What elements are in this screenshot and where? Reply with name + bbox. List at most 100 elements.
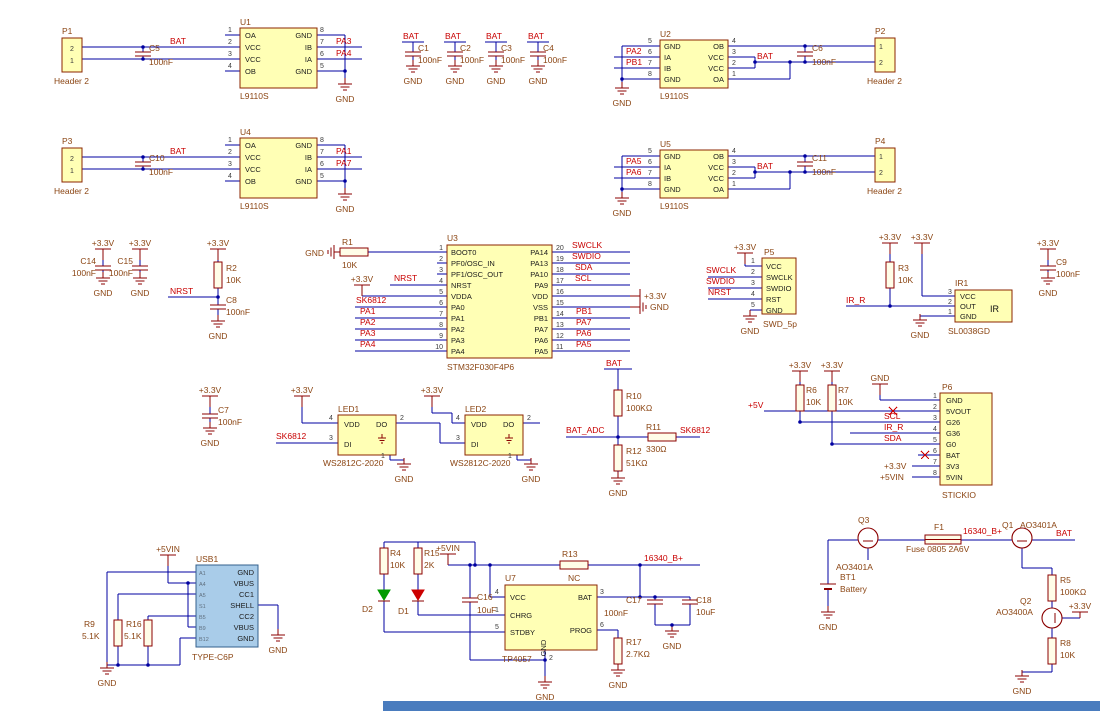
q3-transistor[interactable] [857,527,879,549]
r16-resistor[interactable] [143,619,153,647]
usb-pin: A5 [199,593,206,599]
r13-resistor[interactable] [559,560,589,570]
r8-resistor[interactable] [1047,637,1057,665]
gnd-label: GND [94,288,113,298]
led2-body[interactable] [464,414,524,456]
ir1-pin: 3 [948,289,952,296]
usb1-body[interactable] [195,564,259,648]
u4-body[interactable] [239,137,318,199]
r1-resistor[interactable] [339,247,369,257]
junction-dot [753,170,757,174]
r4-resistor[interactable] [379,547,389,575]
led2-pin: 1 [508,453,512,460]
r11-value: 330Ω [646,444,667,454]
usb-pin: S1 [199,604,206,610]
u3-pin: 12 [556,333,564,340]
u3-pin-name: PA7 [534,325,548,334]
junction-dot [888,304,892,308]
q2-value: AO3400A [996,607,1033,617]
power-3v3: +3.3V [92,238,115,248]
r6-resistor[interactable] [795,384,805,412]
net-sda: SDA [575,262,593,272]
q1-transistor[interactable] [1011,527,1033,549]
p6-body[interactable] [939,392,993,486]
ir1-pin: 1 [948,309,952,316]
u2-pin: 8 [648,71,652,78]
r15-resistor[interactable] [413,547,423,575]
r5-resistor[interactable] [1047,574,1057,602]
r5-ref: R5 [1060,575,1071,585]
u4-pin: 7 [320,149,324,156]
d2-led[interactable] [377,589,391,601]
c17-ref: C17 [626,595,642,605]
q2-transistor[interactable] [1041,607,1063,629]
u1-pin-name: IB [305,43,312,52]
q1-value: AO3401A [1020,520,1057,530]
u4-pin-name: GND [295,141,312,150]
p3-body[interactable] [61,147,83,183]
u4-pin-name: GND [295,177,312,186]
c2-ref: C2 [460,43,471,53]
u1-pin-name: GND [295,67,312,76]
net-pa1: PA1 [360,306,376,316]
u5-body[interactable] [659,149,729,199]
net-3v3: +3.3V [884,461,907,471]
led1-pin: 3 [329,435,333,442]
net-swdio: SWDIO [706,276,735,286]
u2-pin-name: VCC [708,64,724,73]
p4-body[interactable] [874,147,896,183]
p2-body[interactable] [874,37,896,73]
r4-value: 10K [390,560,405,570]
u4-pin: 6 [320,161,324,168]
p1-body[interactable] [61,37,83,73]
u5-pin: 2 [732,170,736,177]
usb-pin: A4 [199,582,206,588]
junction-dot [638,563,642,567]
net-pa2: PA2 [626,46,642,56]
no-connect-x [888,406,898,416]
c7-ref: C7 [218,405,229,415]
r3-resistor[interactable] [885,261,895,289]
u7-body[interactable] [504,584,598,651]
u5-pin: 5 [648,148,652,155]
c2-value: 100nF [460,55,484,65]
r17-resistor[interactable] [613,637,623,665]
u3-pin-name: PA10 [530,270,548,279]
r9-resistor[interactable] [113,619,123,647]
r11-resistor[interactable] [647,432,677,442]
r17-value: 2.7KΩ [626,649,650,659]
r10-resistor[interactable] [613,389,623,417]
u2-body[interactable] [659,39,729,89]
gnd-label: GND [395,474,414,484]
p6-pin: 2 [933,404,937,411]
u1-body[interactable] [239,27,318,89]
gnd-label: GND [529,76,548,86]
r7-resistor[interactable] [827,384,837,412]
usb-pin: B12 [199,637,209,643]
u5-pin-name: VCC [708,174,724,183]
d1-led[interactable] [411,589,425,601]
led1-body[interactable] [337,414,397,456]
u3-pin-name: BOOT0 [451,248,476,257]
gnd-label: GND [741,326,760,336]
c1-value: 100nF [418,55,442,65]
net-swclk: SWCLK [706,265,737,275]
p5-body[interactable] [761,257,797,315]
u7-pin: 1 [495,607,499,614]
junction-dot [803,44,807,48]
power-5vin: +5VIN [156,544,180,554]
net-bat-adc: BAT_ADC [566,425,605,435]
u3-body[interactable] [446,244,553,359]
ir1-pin-name: OUT [960,302,976,311]
ir1-body[interactable] [954,289,1013,323]
junction-dot [830,442,834,446]
u2-value: L9110S [660,91,689,101]
r2-resistor[interactable] [213,261,223,289]
led1-ref: LED1 [338,404,360,414]
led1-pin-name: DO [376,420,387,429]
d1-ref: D1 [398,606,409,616]
net-pa1: PA1 [336,146,352,156]
u3-pin: 18 [556,267,564,274]
r12-resistor[interactable] [613,444,623,472]
